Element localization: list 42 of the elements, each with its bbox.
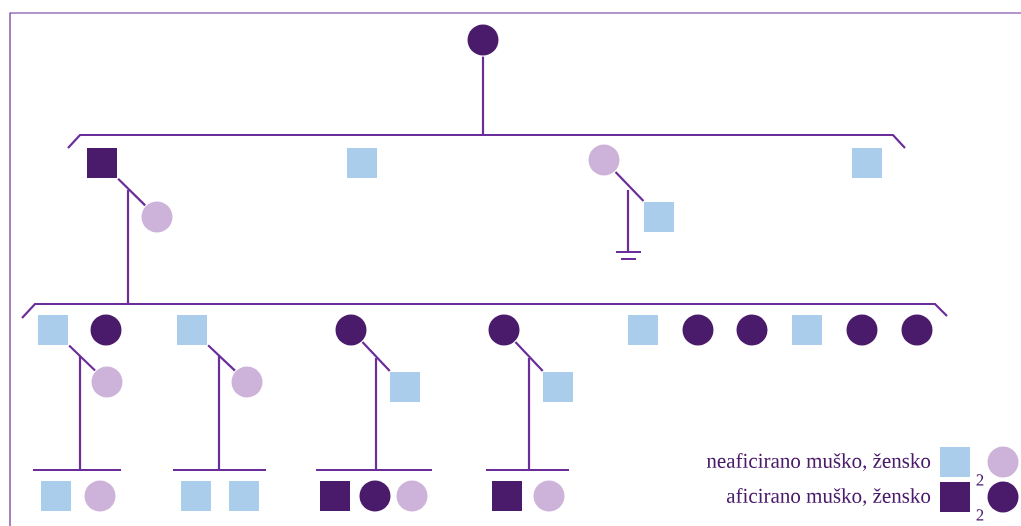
circle-symbol [736, 314, 768, 346]
square-symbol [628, 315, 658, 345]
circle-symbol [335, 314, 367, 346]
square-symbol [390, 372, 420, 402]
square-symbol [644, 202, 674, 232]
marriage-line [361, 341, 391, 372]
legend-text: neaficirano muško, žensko [706, 453, 931, 471]
circle-symbol [359, 480, 391, 512]
circle-symbol [141, 201, 173, 233]
marriage-line [514, 341, 544, 372]
marriage-line [207, 344, 236, 372]
circle-symbol [90, 314, 122, 346]
legend-text: aficirano muško, žensko [726, 488, 931, 506]
marriage-line [117, 178, 146, 207]
circle-symbol [84, 480, 116, 512]
subscript-number: 2 [976, 509, 984, 521]
circle-symbol [488, 314, 520, 346]
square-symbol [492, 481, 522, 511]
circle-symbol [467, 24, 499, 56]
circle-symbol [588, 144, 620, 176]
marriage-line [68, 344, 96, 372]
square-symbol [347, 148, 377, 178]
square-symbol [792, 315, 822, 345]
square-symbol [229, 481, 259, 511]
square-symbol [852, 148, 882, 178]
square-symbol [87, 148, 117, 178]
circle-symbol [682, 314, 714, 346]
subscript-number: 2 [976, 474, 984, 486]
circle-symbol [91, 366, 123, 398]
circle-symbol [533, 480, 565, 512]
marriage-line [614, 171, 645, 202]
square-symbol [543, 372, 573, 402]
circle-symbol [396, 480, 428, 512]
descent-line [481, 56, 485, 135]
square-symbol [38, 315, 68, 345]
square-symbol [181, 481, 211, 511]
circle-symbol [846, 314, 878, 346]
circle-symbol [231, 366, 263, 398]
square-symbol [41, 481, 71, 511]
square-symbol [320, 481, 350, 511]
square-symbol [177, 315, 207, 345]
circle-symbol [901, 314, 933, 346]
